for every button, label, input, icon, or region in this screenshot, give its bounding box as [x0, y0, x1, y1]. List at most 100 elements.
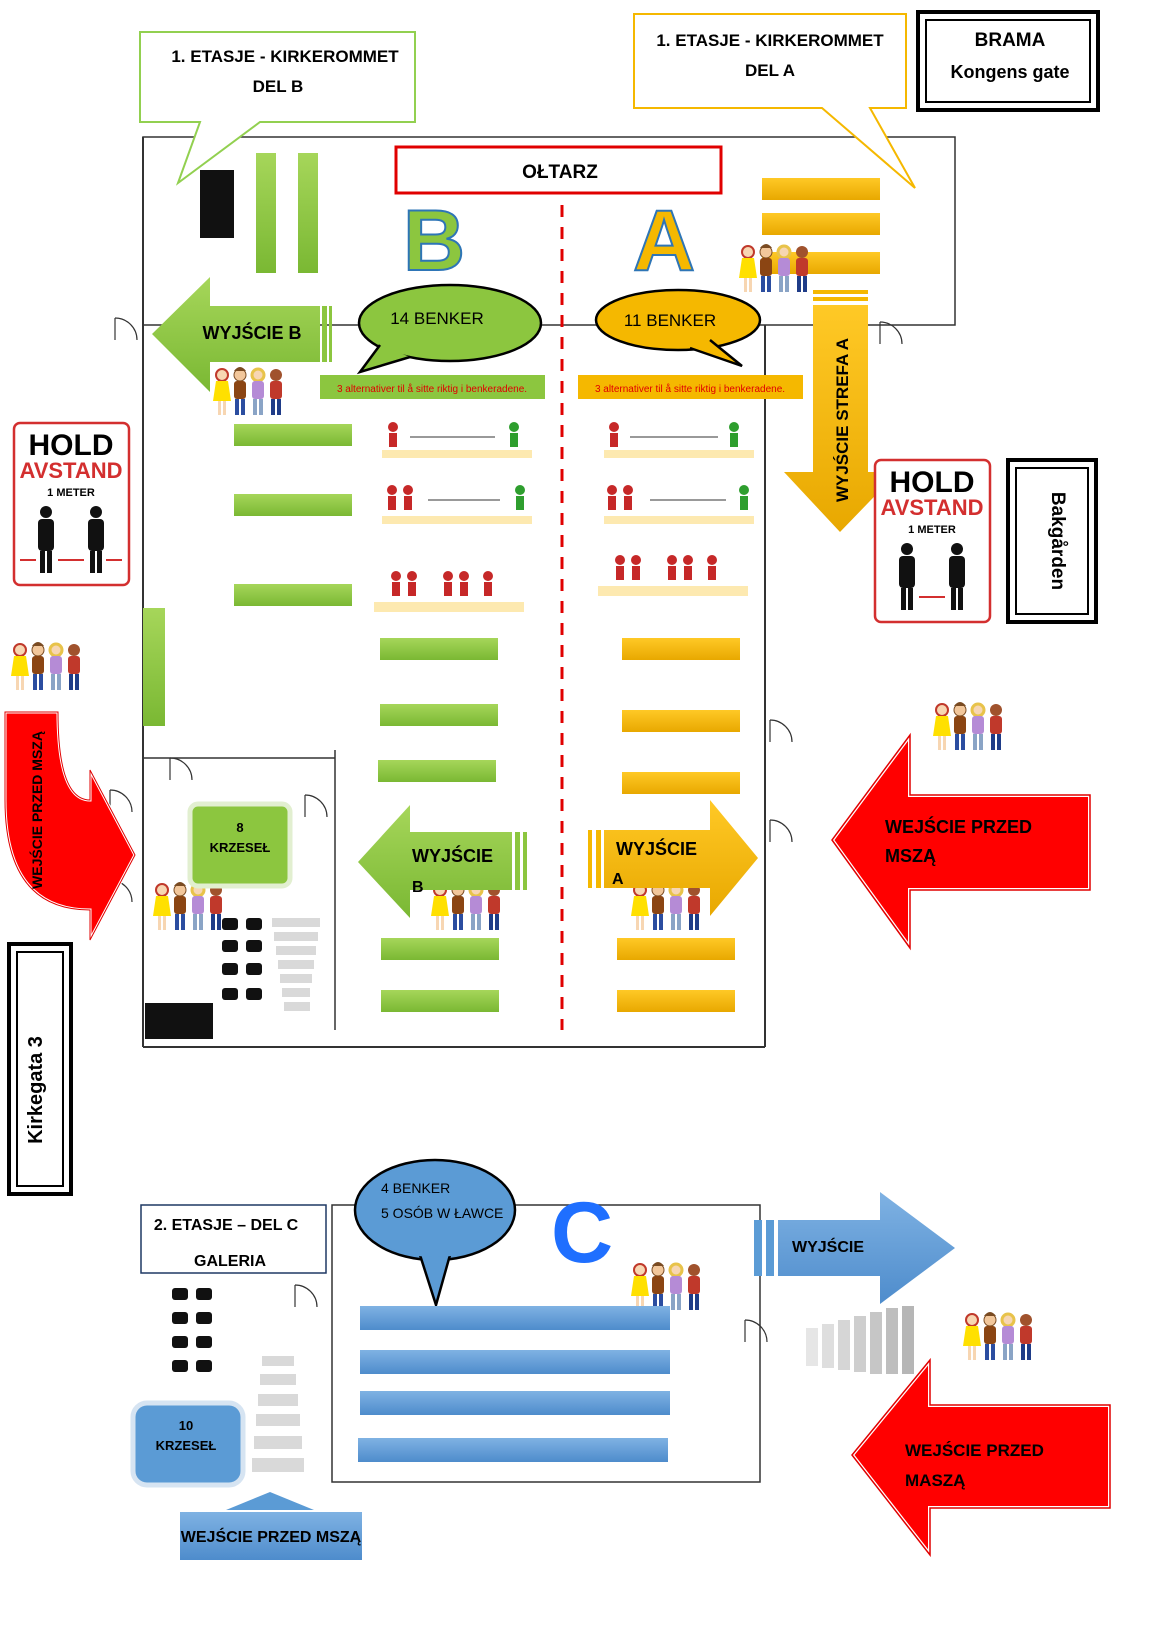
callout-del-a: 1. ETASJE - KIRKEROMMET DEL A	[633, 13, 916, 189]
bench	[378, 760, 496, 782]
chair-icon	[172, 1360, 188, 1372]
bench	[143, 608, 165, 726]
bench	[617, 938, 735, 960]
door-icon	[169, 757, 193, 781]
floor2-label-box: 2. ETASJE – DEL C GALERIA	[140, 1204, 327, 1274]
exit-a-lower-label-1: WYJŚCIE	[616, 838, 697, 859]
people-group	[933, 702, 1002, 750]
avstand-text: AVSTAND	[880, 495, 983, 520]
stairs	[806, 1306, 914, 1374]
chairs-8-label: KRZESEŁ	[210, 840, 271, 855]
bubble-c-line1: 4 BENKER	[381, 1180, 450, 1196]
exit-b-lower-label-1: WYJŚCIE	[412, 845, 493, 866]
chair-icon	[172, 1312, 188, 1324]
door-icon	[294, 1284, 318, 1308]
stairs	[272, 918, 320, 1011]
chair-icon	[222, 918, 238, 930]
bubble-c-line2: 5 OSÓB W ŁAWCE	[381, 1205, 503, 1221]
alt-note-a	[578, 375, 803, 399]
bakgarden-label: Bakgården	[1047, 492, 1068, 590]
chairs-area-8	[187, 801, 293, 889]
entrance-bottom-left-arrow: WEJŚCIE PRZED MSZĄ	[180, 1492, 362, 1560]
bench	[256, 153, 276, 273]
exit-strefa-a-arrow: WYJŚCIE STREFA A	[784, 290, 898, 532]
bench	[234, 584, 352, 606]
bench	[622, 710, 740, 732]
bench	[360, 1350, 670, 1374]
bench	[381, 938, 499, 960]
bench	[234, 424, 352, 446]
exit-a-lower-label-2: A	[612, 871, 624, 888]
bubble-a-text: 11 BENKER	[624, 311, 716, 330]
kirkegata-box: Kirkegata 3	[7, 942, 73, 1196]
alt-note-b-text: 3 alternativer til å sitte riktig i benk…	[337, 383, 527, 395]
bench	[298, 153, 318, 273]
chair-icon	[172, 1336, 188, 1348]
bench	[762, 213, 880, 235]
bench	[381, 990, 499, 1012]
hold-avstand-sign-left: HOLD AVSTAND 1 METER	[12, 421, 131, 587]
zone-b-letter: B	[403, 193, 465, 289]
entrance-right-label-1: WEJŚCIE PRZED	[885, 816, 1032, 837]
exit-c-label: WYJŚCIE	[792, 1237, 864, 1256]
door-icon	[769, 719, 793, 743]
entrance-bottom-right-label-1: WEJŚCIE PRZED	[905, 1441, 1044, 1460]
bubble-14-benker: 14 BENKER	[356, 283, 543, 375]
zone-a-letter: A	[633, 193, 695, 289]
hold-text: HOLD	[890, 466, 975, 499]
entrance-bottom-left-label: WEJŚCIE PRZED MSZĄ	[181, 1527, 362, 1546]
brama-box: BRAMA Kongens gate	[916, 10, 1100, 112]
door-icon	[109, 789, 133, 813]
brama-label: BRAMA	[975, 30, 1046, 51]
people-group	[963, 1312, 1032, 1360]
chair-icon	[246, 940, 262, 952]
stairs	[252, 1356, 304, 1472]
chair-icon	[246, 963, 262, 975]
door-icon	[304, 794, 328, 818]
chair-icon	[196, 1288, 212, 1300]
bench	[360, 1391, 670, 1415]
chair-icon	[196, 1336, 212, 1348]
bubble-c: 4 BENKER 5 OSÓB W ŁAWCE	[353, 1158, 517, 1310]
bench	[358, 1438, 668, 1462]
people-group	[631, 882, 700, 930]
chair-icon	[196, 1312, 212, 1324]
entrance-right-arrow: WEJŚCIE PRZED MSZĄ	[829, 728, 1092, 955]
chair-icon	[246, 918, 262, 930]
meter-text: 1 METER	[908, 524, 956, 536]
hold-text: HOLD	[29, 429, 114, 462]
bench	[234, 494, 352, 516]
callout-del-b-line2: DEL B	[253, 77, 304, 96]
alt-note-b	[320, 375, 545, 399]
bench	[762, 252, 880, 274]
avstand-text: AVSTAND	[19, 458, 122, 483]
seating-example	[604, 485, 754, 524]
bench	[622, 772, 740, 794]
bench	[762, 178, 880, 200]
meter-text: 1 METER	[47, 487, 95, 499]
entrance-bottom-right-arrow: WEJŚCIE PRZED MASZĄ	[849, 1354, 1112, 1561]
chair-icon	[222, 963, 238, 975]
bench	[622, 638, 740, 660]
callout-del-a-line1: 1. ETASJE - KIRKEROMMET	[656, 31, 884, 50]
bubble-b-text: 14 BENKER	[390, 309, 484, 328]
entrance-bottom-right-label-2: MASZĄ	[905, 1471, 965, 1490]
chair-icon	[196, 1360, 212, 1372]
entrance-left-arrow: WEJŚCIE PRZED MSZĄ	[3, 710, 137, 941]
people-group	[213, 367, 282, 415]
zone-c-letter: C	[551, 1185, 613, 1281]
entrance-left-label: WEJŚCIE PRZED MSZĄ	[28, 731, 45, 889]
black-block	[145, 1003, 213, 1039]
chair-icon	[222, 940, 238, 952]
people-group	[153, 882, 222, 930]
door-icon	[769, 819, 793, 843]
kongens-gate-label: Kongens gate	[950, 62, 1069, 82]
exit-a-lower-arrow: WYJŚCIE A	[588, 800, 758, 916]
seating-example	[604, 422, 754, 458]
callout-del-a-line2: DEL A	[745, 61, 795, 80]
exit-c-arrow: WYJŚCIE	[754, 1192, 955, 1304]
chairs-10-num: 10	[179, 1418, 193, 1433]
gallery-room	[331, 1204, 761, 1483]
altar	[394, 145, 723, 195]
seating-example	[382, 422, 532, 458]
